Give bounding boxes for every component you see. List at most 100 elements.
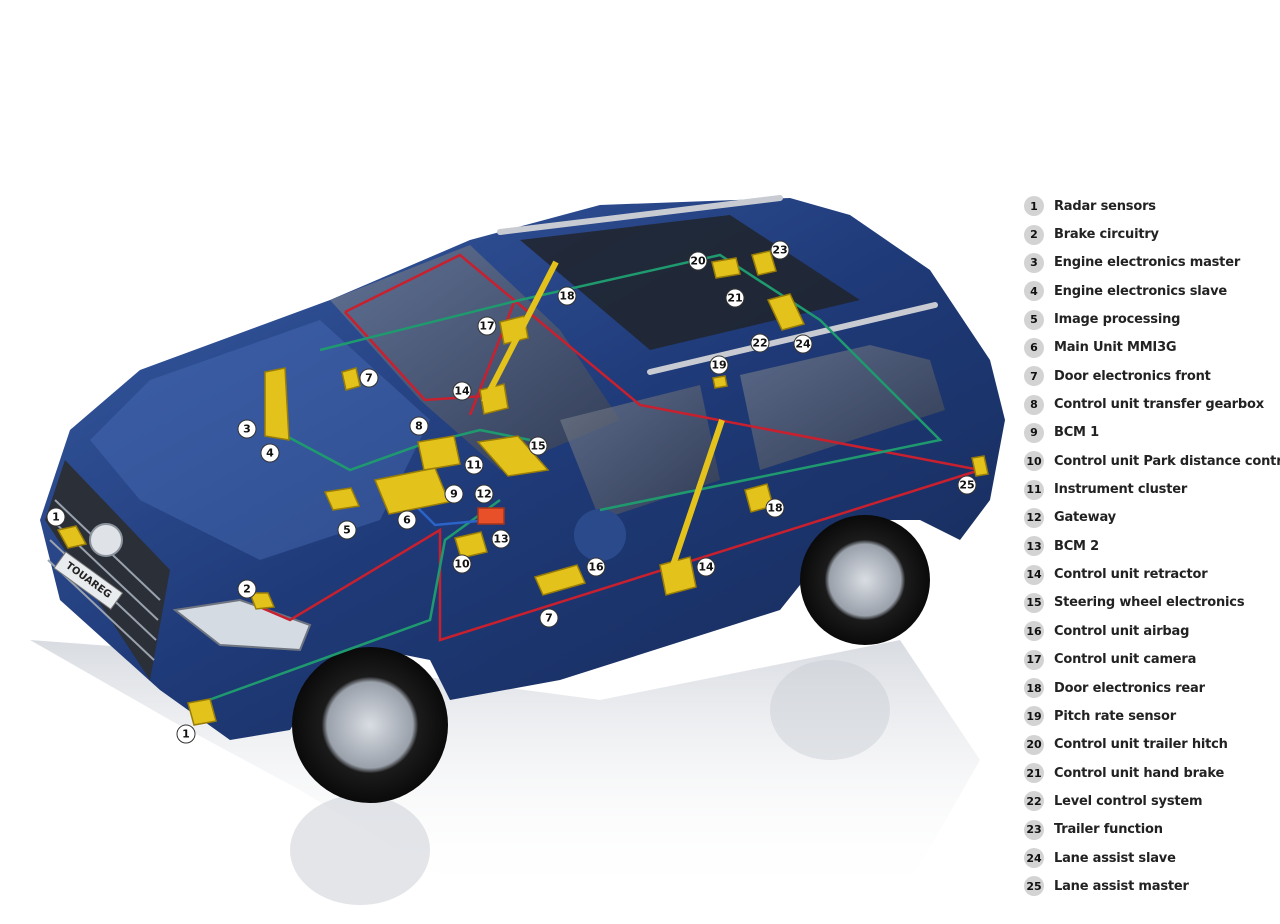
component-door-front [341, 367, 361, 391]
legend-number-badge: 20 [1024, 734, 1044, 755]
callout-circle [765, 498, 785, 518]
reflection-wheel-rear [770, 660, 890, 760]
component-camera [499, 315, 529, 345]
legend-label: Pitch rate sensor [1054, 708, 1176, 724]
callout-marker: 6 [397, 510, 417, 530]
callout-marker: 18 [557, 286, 577, 306]
component-gateway [477, 507, 505, 525]
callout-circle [409, 416, 429, 436]
callout-markers: 1123456778910111213141415161718181920212… [46, 240, 977, 744]
component-brake-circuitry [248, 592, 276, 610]
legend-number-badge: 15 [1024, 592, 1044, 613]
callout-circle [452, 381, 472, 401]
callout-number: 9 [450, 488, 458, 501]
component-trailer-function [751, 250, 777, 276]
callout-number: 8 [415, 420, 423, 433]
callout-number: 18 [767, 502, 782, 515]
legend-number-badge: 1 [1024, 196, 1044, 217]
callout-marker: 13 [491, 529, 511, 549]
rear-wheel [800, 515, 930, 645]
component-transfer-gearbox [417, 435, 461, 471]
callout-number: 14 [698, 561, 714, 574]
legend-label: Control unit retractor [1054, 567, 1208, 583]
callout-marker: 14 [452, 381, 472, 401]
roof-rail-right [647, 302, 938, 375]
callout-circle [474, 484, 494, 504]
callout-marker: 4 [260, 443, 280, 463]
callout-circle [337, 520, 357, 540]
callout-circle [176, 724, 196, 744]
callout-number: 22 [752, 337, 767, 350]
legend-label: Control unit Park distance control [1054, 453, 1280, 469]
callout-circle [444, 484, 464, 504]
callout-number: 2 [243, 583, 251, 596]
legend-label: Instrument cluster [1054, 482, 1188, 498]
callout-marker: 14 [696, 557, 716, 577]
component-level-control [766, 293, 806, 331]
legend-number-badge: 23 [1024, 819, 1044, 840]
legend-number-badge: 25 [1024, 876, 1044, 897]
legend-label: BCM 1 [1054, 425, 1099, 441]
callout-number: 24 [795, 338, 811, 351]
callout-marker: 11 [464, 455, 484, 475]
callout-marker: 2 [237, 579, 257, 599]
callout-circle [260, 443, 280, 463]
legend-label: Lane assist slave [1054, 850, 1176, 866]
callout-circle [491, 529, 511, 549]
legend-label: Engine electronics slave [1054, 283, 1227, 299]
legend-label: Level control system [1054, 793, 1203, 809]
callout-number: 18 [559, 290, 574, 303]
callout-number: 5 [343, 524, 351, 537]
legend-number-badge: 4 [1024, 281, 1044, 302]
legend-label: Image processing [1054, 312, 1181, 328]
legend-number-badge: 12 [1024, 507, 1044, 528]
callout-number: 21 [727, 292, 742, 305]
legend-label: Door electronics rear [1054, 680, 1205, 696]
legend-item: 4 Engine electronics slave [1024, 277, 1274, 305]
side-window-front [560, 385, 720, 520]
legend-label: Door electronics front [1054, 368, 1211, 384]
callout-number: 4 [266, 447, 274, 460]
callout-circle [696, 557, 716, 577]
legend-number-badge: 14 [1024, 564, 1044, 585]
legend-number-badge: 9 [1024, 422, 1044, 443]
legend-number-badge: 19 [1024, 706, 1044, 727]
legend-number-badge: 18 [1024, 678, 1044, 699]
legend-number-badge: 11 [1024, 479, 1044, 500]
roof-rail-left [497, 195, 783, 235]
callout-number: 12 [476, 488, 491, 501]
callout-marker: 23 [770, 240, 790, 260]
callout-marker: 19 [709, 355, 729, 375]
legend-number-badge: 17 [1024, 649, 1044, 670]
callout-number: 17 [479, 320, 494, 333]
callout-marker: 3 [237, 419, 257, 439]
callout-number: 20 [690, 255, 706, 268]
legend-label: Control unit hand brake [1054, 765, 1225, 781]
reflection-wheel-front [290, 795, 430, 905]
legend-number-badge: 22 [1024, 791, 1044, 812]
can-bus-red [254, 253, 981, 642]
legend-number-badge: 10 [1024, 451, 1044, 472]
component-trailer-hitch [711, 257, 741, 279]
legend-item: 9 BCM 1 [1024, 419, 1274, 447]
callout-circle [46, 507, 66, 527]
callout-number: 3 [243, 423, 251, 436]
component-lane-assist-master [971, 455, 989, 477]
legend-number-badge: 8 [1024, 394, 1044, 415]
legend-number-badge: 5 [1024, 309, 1044, 330]
callout-number: 1 [182, 728, 190, 741]
windshield [330, 245, 620, 470]
legend-item: 19 Pitch rate sensor [1024, 702, 1274, 730]
component-image-processing [323, 487, 361, 511]
